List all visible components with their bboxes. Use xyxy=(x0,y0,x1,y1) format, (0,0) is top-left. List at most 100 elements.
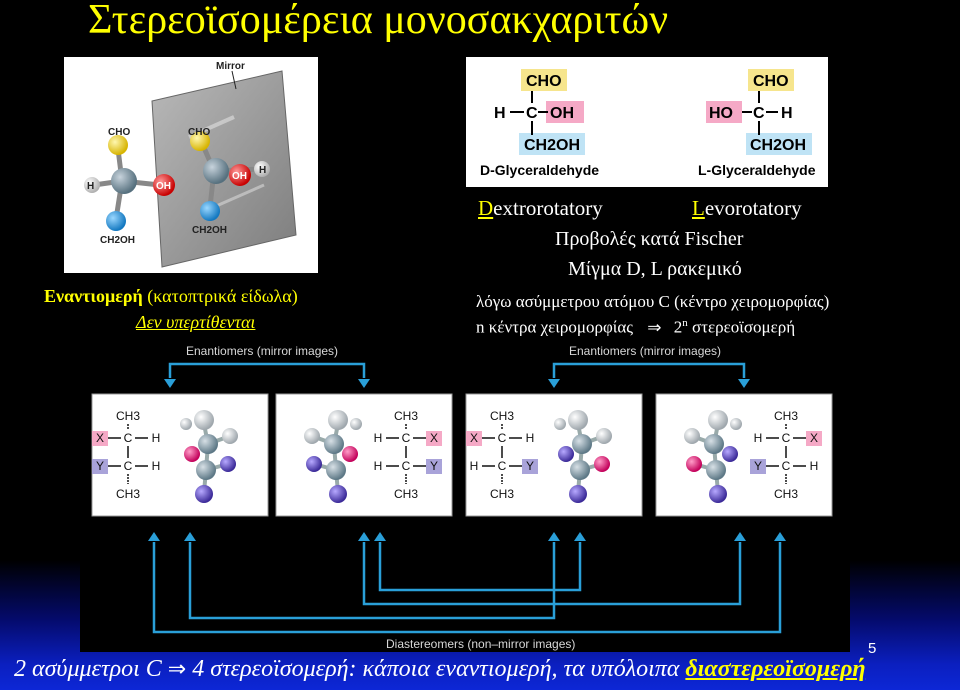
center-carbon: C xyxy=(124,459,133,473)
levorotatory-label: Levorotatory xyxy=(692,196,802,220)
arrowhead xyxy=(574,532,586,541)
svg-text:C: C xyxy=(526,105,538,122)
arrowhead xyxy=(184,532,196,541)
substituent-box xyxy=(466,431,482,446)
arrowhead xyxy=(738,379,750,388)
dextrorotatory-label: Dextrorotatory xyxy=(478,196,603,220)
mirror-label: Mirror xyxy=(216,61,245,72)
hydrogen-ball xyxy=(684,428,700,444)
svg-text:CH2OH: CH2OH xyxy=(100,235,135,246)
svg-text:CHO: CHO xyxy=(108,127,130,138)
carbon-ball xyxy=(704,434,724,454)
carbon-ball xyxy=(572,434,592,454)
svg-text:CHO: CHO xyxy=(753,73,789,90)
enantiomer-bracket-left xyxy=(168,362,366,378)
hydrogen-ball xyxy=(554,418,566,430)
not-superimposable: Δεν υπερτίθενται xyxy=(136,312,256,332)
hydrogen-ball xyxy=(180,418,192,430)
hydrogen-ball xyxy=(596,428,612,444)
enantiomers-term: Εναντιομερή xyxy=(44,286,143,306)
methyl-ball-bottom xyxy=(329,485,347,503)
page-number: 5 xyxy=(868,640,877,657)
substituent-left: X xyxy=(470,431,478,445)
panel-frame xyxy=(91,393,269,517)
center-carbon: C xyxy=(402,459,411,473)
substituent-box xyxy=(92,431,108,446)
slide-title: Στερεοϊσομέρεια μονοσακχαριτών xyxy=(88,0,669,43)
arrowhead xyxy=(548,532,560,541)
substituent-box xyxy=(426,431,442,446)
fischer-projections-label: Προβολές κατά Fischer xyxy=(555,228,744,250)
methyl-ball-top xyxy=(194,410,214,430)
carbon-ball xyxy=(326,460,346,480)
arrowhead xyxy=(148,532,160,541)
svg-text:H: H xyxy=(781,105,793,122)
formula-bottom: CH3 xyxy=(116,487,140,501)
center-carbon: C xyxy=(124,431,133,445)
enantiomers-label-left: Enantiomers (mirror images) xyxy=(186,344,338,358)
svg-text:H: H xyxy=(87,181,94,192)
substituent-right: Y xyxy=(526,459,534,473)
svg-text:H: H xyxy=(259,165,266,176)
formula-bottom: CH3 xyxy=(394,487,418,501)
hydrogen-ball xyxy=(304,428,320,444)
carbon-ball xyxy=(570,460,590,480)
diastereomer-bracket-c xyxy=(378,542,582,592)
enantiomer-bracket-right xyxy=(552,362,746,378)
panel-frame xyxy=(275,393,453,517)
carbon-ball xyxy=(706,460,726,480)
hydrogen-ball xyxy=(350,418,362,430)
formula-top: CH3 xyxy=(394,409,418,423)
arrowhead xyxy=(358,532,370,541)
substituent-right: H xyxy=(810,459,819,473)
center-carbon: C xyxy=(782,431,791,445)
mirror-figure: Mirror CHO H OH CH2OH C xyxy=(64,57,318,273)
substituent-right: H xyxy=(526,431,535,445)
svg-text:OH: OH xyxy=(550,105,574,122)
diastereomers-emphasis: διαστερεοϊσομερή xyxy=(685,656,866,682)
panel-frame xyxy=(655,393,833,517)
arrowhead xyxy=(774,532,786,541)
x-ball xyxy=(184,446,200,462)
formula-top: CH3 xyxy=(116,409,140,423)
chirality-center-note: λόγω ασύμμετρου ατόμου C (κέντρο χειρομο… xyxy=(476,292,830,311)
svg-text:C: C xyxy=(753,105,765,122)
methyl-ball-bottom xyxy=(569,485,587,503)
stereoisomer-rule: n κέντρα χειρομορφίας ⇒ 2n στερεοϊσομερή xyxy=(476,317,796,338)
svg-text:H: H xyxy=(494,105,506,122)
substituent-box xyxy=(806,431,822,446)
implies-arrow-bottom: ⇒ xyxy=(167,657,187,682)
substituent-left: X xyxy=(96,431,104,445)
substituent-right: X xyxy=(430,431,438,445)
enantiomers-label-right: Enantiomers (mirror images) xyxy=(569,344,721,358)
substituent-box xyxy=(426,459,442,474)
center-carbon: C xyxy=(782,459,791,473)
svg-text:CH2OH: CH2OH xyxy=(524,137,580,154)
formula-top: CH3 xyxy=(774,409,798,423)
substituent-left: H xyxy=(754,431,763,445)
formula-bottom: CH3 xyxy=(774,487,798,501)
relation-arrows xyxy=(148,362,786,634)
center-carbon: C xyxy=(498,459,507,473)
arrowhead xyxy=(734,532,746,541)
stereoisomer-figure: Enantiomers (mirror images) Enantiomers … xyxy=(80,342,850,652)
substituent-left: H xyxy=(470,459,479,473)
substituent-right: H xyxy=(152,431,161,445)
fischer-projections: CHO H C OH CH2OH D-Glyceraldehyde CHO HO… xyxy=(480,69,816,178)
fischer-figure: CHO H C OH CH2OH D-Glyceraldehyde CHO HO… xyxy=(466,57,828,187)
arrowhead xyxy=(374,532,386,541)
substituent-right: X xyxy=(810,431,818,445)
y-ball xyxy=(306,456,322,472)
substituent-right: H xyxy=(152,459,161,473)
svg-text:L-Glyceraldehyde: L-Glyceraldehyde xyxy=(698,162,816,178)
svg-text:D-Glyceraldehyde: D-Glyceraldehyde xyxy=(480,162,599,178)
arrowhead xyxy=(548,379,560,388)
methyl-ball-top xyxy=(328,410,348,430)
svg-text:CHO: CHO xyxy=(526,73,562,90)
formula-top: CH3 xyxy=(490,409,514,423)
y-ball xyxy=(594,456,610,472)
